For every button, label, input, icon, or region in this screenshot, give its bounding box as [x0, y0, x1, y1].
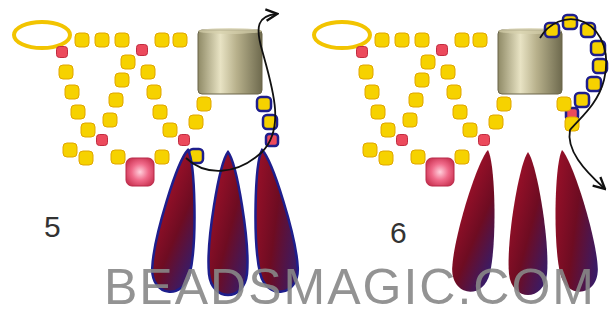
step-five: [14, 14, 301, 295]
watermark: BEADSMAGIC.COM: [104, 262, 596, 312]
step-number: 6: [390, 218, 407, 248]
step-six: [314, 15, 607, 295]
step-number: 5: [44, 212, 61, 242]
